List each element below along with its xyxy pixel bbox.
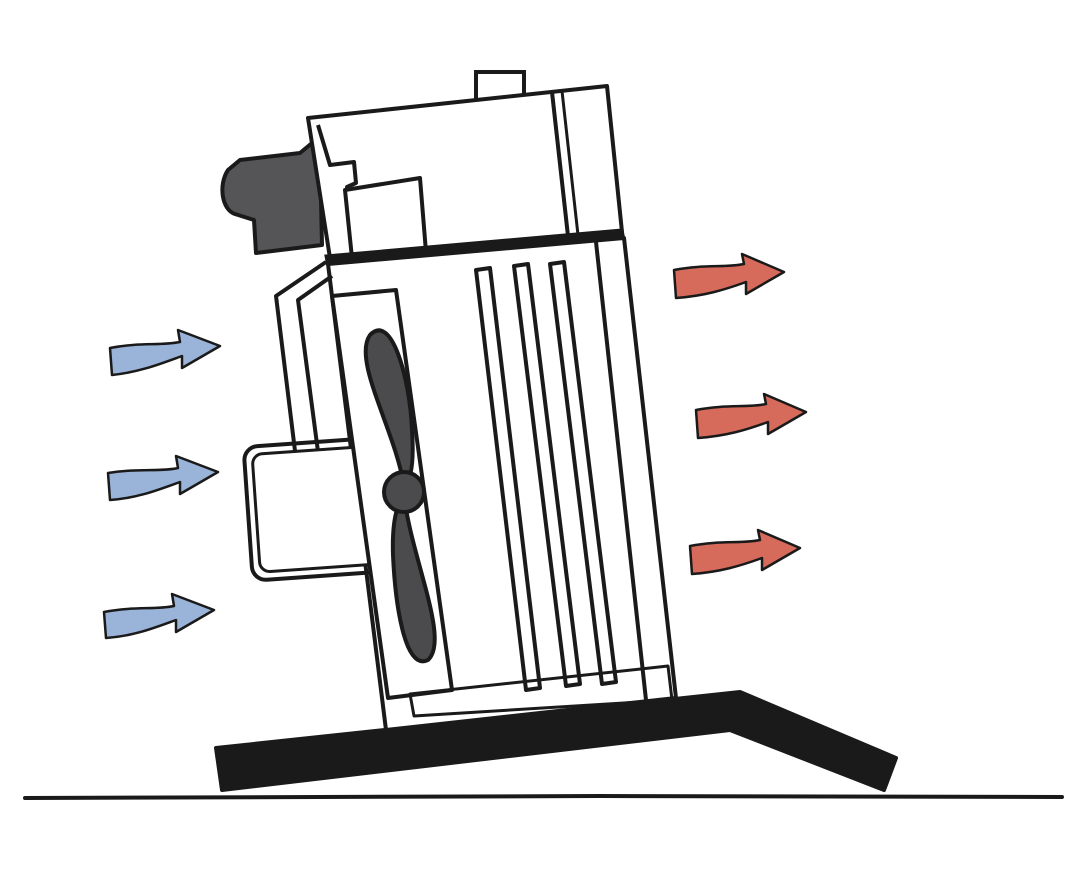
intake-arrows [102, 328, 222, 640]
intake-arrow-2 [106, 454, 220, 502]
exhaust-arrow-3 [688, 528, 802, 576]
intake-arrow-3 [102, 592, 216, 640]
control-box [343, 176, 428, 260]
upper-housing-seam [550, 91, 570, 237]
fan-hub [382, 470, 426, 514]
upper-housing-seam-2 [560, 90, 580, 236]
exhaust-arrows [672, 252, 808, 576]
bottom-ledge [408, 664, 674, 718]
handle-grip [220, 141, 324, 255]
fan-blade-upper [363, 328, 415, 488]
heating-fin-3 [548, 260, 618, 686]
base-stand [214, 690, 898, 792]
floor-line [23, 793, 1064, 800]
intake-arrow-1 [108, 328, 222, 377]
heating-fin-2 [512, 262, 582, 688]
fan-blade-lower [390, 494, 437, 664]
exhaust-arrow-2 [694, 392, 808, 440]
lower-housing-seam [594, 241, 648, 701]
heating-fin-1 [474, 266, 542, 692]
exhaust-arrow-1 [672, 252, 786, 300]
